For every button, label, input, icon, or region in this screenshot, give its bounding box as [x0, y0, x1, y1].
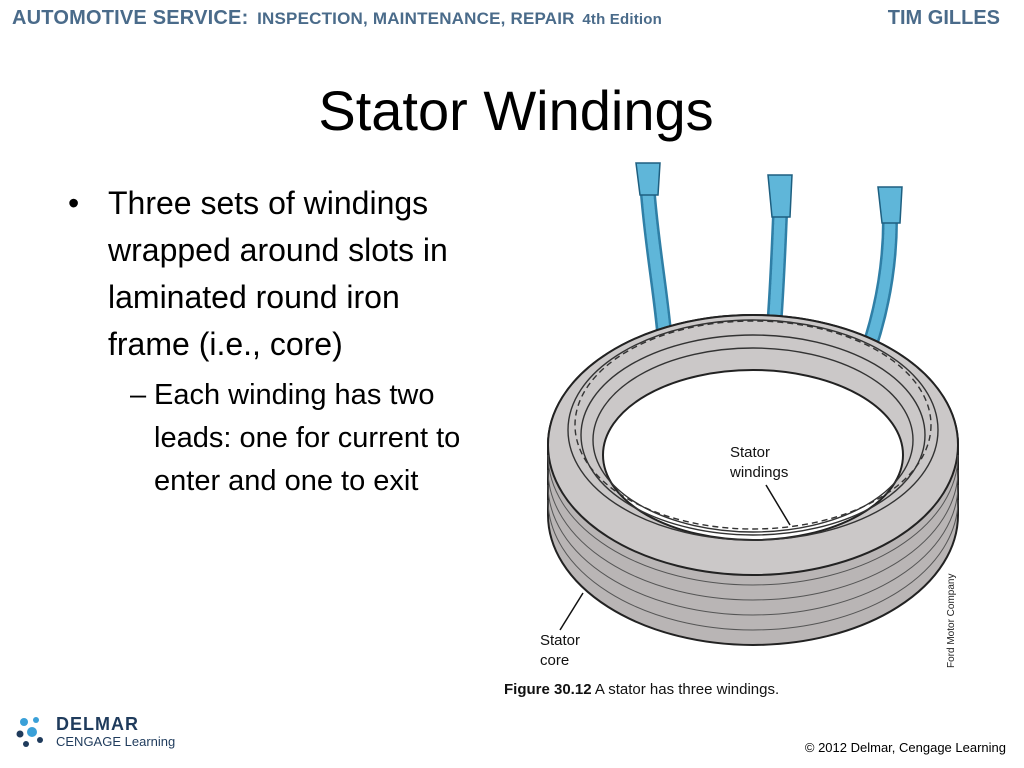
- sub-bullet-text: Each winding has two leads: one for curr…: [154, 379, 461, 497]
- publisher-logo: DELMAR CENGAGE Learning: [14, 712, 204, 752]
- slide-title: Stator Windings: [318, 79, 714, 142]
- logo-delmar: DELMAR: [56, 714, 139, 734]
- bullet-text: Three sets of windings wrapped around sl…: [108, 185, 448, 362]
- book-author: TIM GILLES: [887, 7, 1000, 29]
- stator-figure: Stator windings Stator core: [528, 155, 978, 695]
- sub-bullet-item: – Each winding has two leads: one for cu…: [130, 374, 468, 503]
- copyright-notice: © 2012 Delmar, Cengage Learning: [804, 740, 1006, 755]
- lead-terminals: [635, 162, 903, 224]
- label-windings-line2: windings: [729, 464, 788, 481]
- stator-windings: [567, 319, 939, 541]
- book-title-sub: INSPECTION, MAINTENANCE, REPAIR: [257, 9, 575, 28]
- book-title-main: AUTOMOTIVE SERVICE:: [12, 7, 249, 29]
- bullet-marker: •: [68, 185, 80, 221]
- figure-credit: Ford Motor Company: [946, 573, 957, 668]
- book-edition: 4th Edition: [582, 11, 663, 28]
- figure-caption: Figure 30.12 A stator has three windings…: [504, 681, 779, 698]
- logo-cengage: CENGAGE Learning: [56, 734, 176, 749]
- stator-illustration: Stator windings Stator core: [540, 162, 959, 669]
- bullet-list: • Three sets of windings wrapped around …: [68, 180, 468, 503]
- windings-pointer: [765, 484, 791, 526]
- header-bar: AUTOMOTIVE SERVICE: INSPECTION, MAINTENA…: [0, 0, 1024, 40]
- core-pointer: [559, 592, 584, 631]
- label-core-line1: Stator: [540, 632, 580, 649]
- label-core-line2: core: [540, 652, 569, 669]
- label-windings-line1: Stator: [730, 444, 770, 461]
- caption-text: A stator has three windings.: [594, 681, 780, 698]
- sub-bullet-marker: –: [130, 379, 147, 411]
- book-title: AUTOMOTIVE SERVICE: INSPECTION, MAINTENA…: [12, 7, 662, 30]
- bullet-item: • Three sets of windings wrapped around …: [68, 180, 468, 368]
- publisher-mark-icon: [16, 717, 43, 747]
- caption-number: Figure 30.12: [504, 681, 592, 698]
